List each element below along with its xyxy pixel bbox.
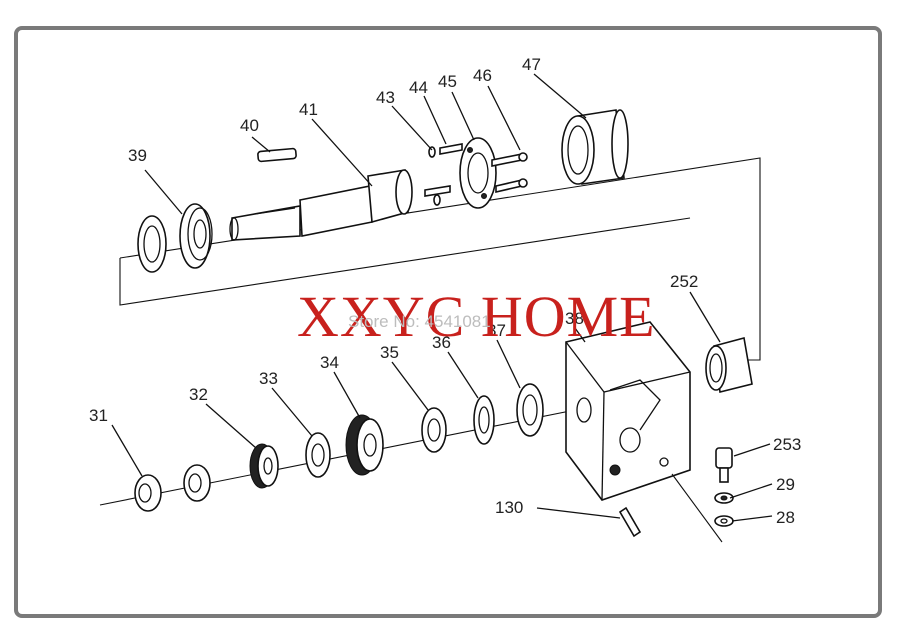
label-34: 34 <box>320 353 339 372</box>
label-47: 47 <box>522 55 541 74</box>
label-44: 44 <box>409 78 428 97</box>
part-38-housing <box>565 321 691 501</box>
part-37-bearing <box>516 383 544 437</box>
label-43: 43 <box>376 88 395 107</box>
part-33-spacer <box>305 432 331 478</box>
part-47-sleeve <box>561 109 629 185</box>
part-39-bearing <box>137 215 167 273</box>
label-32: 32 <box>189 385 208 404</box>
label-39: 39 <box>128 146 147 165</box>
label-29: 29 <box>776 475 795 494</box>
part-44-screw <box>424 143 463 197</box>
watermark-store-number: Store No: 4541081 <box>348 312 491 331</box>
part-40-key <box>257 147 297 163</box>
label-33: 33 <box>259 369 278 388</box>
part-39-ring <box>179 203 213 269</box>
label-37: 37 <box>487 321 506 340</box>
label-31: 31 <box>89 406 108 425</box>
part-29-washer <box>714 492 734 504</box>
part-253-bolt <box>715 447 733 483</box>
label-36: 36 <box>432 333 451 352</box>
watermark-brand: XXYC HOME <box>297 284 656 349</box>
part-43-washer <box>428 146 441 206</box>
label-35: 35 <box>380 343 399 362</box>
part-labels: 39 40 41 43 44 45 46 47 252 38 37 36 35 … <box>89 55 801 527</box>
part-252-bushing <box>705 337 753 393</box>
leader-lines <box>111 73 773 522</box>
label-46: 46 <box>473 66 492 85</box>
part-36-washer <box>473 395 495 445</box>
part-35-spacer <box>421 407 447 453</box>
label-28: 28 <box>776 508 795 527</box>
bolt-axis-line <box>671 473 723 543</box>
part-45-flange <box>459 137 497 209</box>
diagram-frame <box>14 26 882 618</box>
part-41-shaft <box>229 169 413 241</box>
part-31-nut <box>134 474 162 512</box>
part-32-nut <box>183 464 211 502</box>
label-38: 38 <box>565 309 584 328</box>
label-40: 40 <box>240 116 259 135</box>
label-252: 252 <box>670 272 698 291</box>
part-46-screw <box>491 152 528 194</box>
part-28-washer <box>714 515 734 527</box>
label-253: 253 <box>773 435 801 454</box>
upper-axis-line <box>119 157 761 361</box>
upper-axis-drop <box>119 217 691 306</box>
label-45: 45 <box>438 72 457 91</box>
part-32-gear <box>249 443 279 489</box>
part-34-gear <box>345 414 384 476</box>
label-130: 130 <box>495 498 523 517</box>
part-130-pin <box>618 506 642 538</box>
label-41: 41 <box>299 100 318 119</box>
